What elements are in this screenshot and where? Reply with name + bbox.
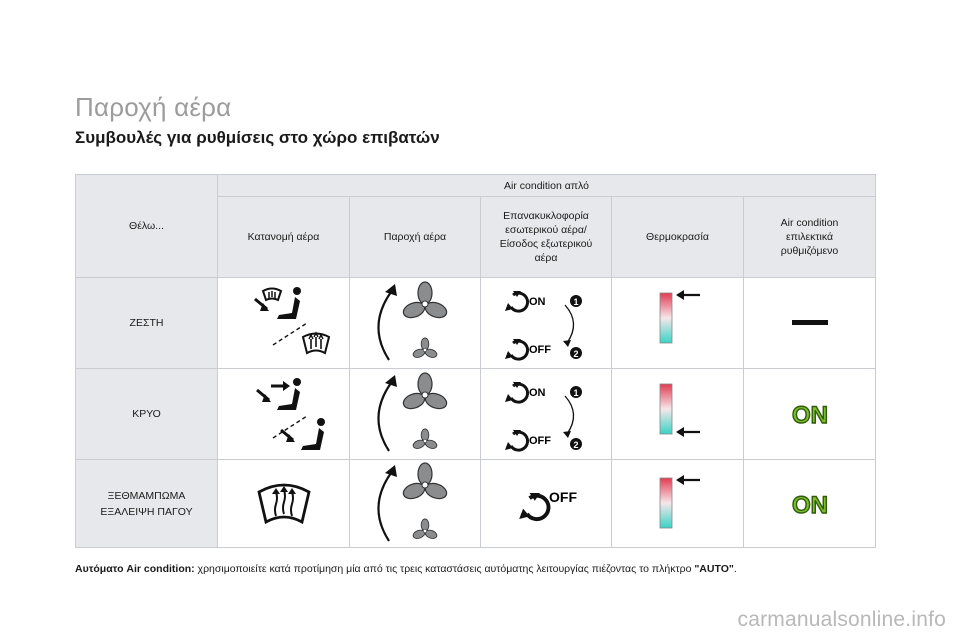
recirculation-cell: OFF (480, 459, 612, 548)
table-row-defrost: ΞΕΘΜΑΜΠΩΜΑ ΕΞΑΛΕΙΨΗ ΠΑΓΟΥ (75, 459, 877, 548)
temperature-cell (611, 368, 744, 460)
windscreen-icon (256, 483, 311, 524)
row-label-heat: ΖΕΣΤΗ (75, 277, 218, 369)
svg-text:ON: ON (792, 492, 828, 519)
fan-speed-icon (377, 461, 448, 542)
ac-cell (742, 277, 877, 369)
off-label: OFF (529, 435, 551, 447)
distribution-cell (217, 459, 350, 548)
temperature-cell (611, 277, 744, 369)
on-badge: ON (791, 401, 828, 429)
off-label: OFF (529, 344, 551, 356)
on-label: ON (529, 387, 546, 399)
ac-cell: ON (742, 459, 877, 548)
step-two-badge: 2 (573, 440, 578, 450)
footnote-lead: Αυτόματο Air condition: (75, 563, 195, 575)
temperature-gauge-icon (659, 383, 700, 437)
col-airflow-header: Παροχή αέρα (349, 196, 481, 278)
svg-text:ON: ON (792, 402, 828, 429)
table-row-cold: ΚΡΥΟ (75, 368, 877, 460)
recirculation-on-off-icon: ON OFF 1 2 (505, 382, 582, 452)
airflow-cell (349, 459, 481, 548)
want-header: Θέλω... (75, 174, 218, 278)
row-label-defrost: ΞΕΘΜΑΜΠΩΜΑ ΕΞΑΛΕΙΨΗ ΠΑΓΟΥ (75, 459, 218, 548)
fan-speed-icon (377, 281, 448, 361)
recirculation-on-off-icon: ON OFF 1 2 (505, 291, 582, 361)
airflow-cell (349, 368, 481, 460)
on-label: ON (529, 296, 546, 308)
footnote-end: . (733, 563, 737, 575)
distribution-cell (217, 368, 350, 460)
simple-ac-header: Air condition απλό (216, 173, 877, 198)
footnote-text: χρησιμοποιείτε κατά προτίμηση μία από τι… (194, 563, 695, 575)
ac-cell: ON (742, 368, 877, 460)
page-title: Παροχή αέρα (75, 92, 232, 122)
step-one-badge: 1 (573, 297, 578, 307)
fan-speed-icon (377, 372, 448, 452)
col-temperature-header: Θερμοκρασία (611, 196, 744, 278)
air-settings-table: Θέλω... Air condition απλό Κατανομή αέρα… (75, 173, 877, 548)
step-one-badge: 1 (573, 388, 578, 398)
step-two-badge: 2 (573, 349, 578, 359)
page-subtitle: Συμβουλές για ρυθμίσεις στο χώρο επιβατώ… (75, 128, 440, 147)
col-distribution-header: Κατανομή αέρα (217, 196, 350, 278)
off-label: OFF (549, 489, 577, 505)
footnote-key: "AUTO" (694, 563, 734, 575)
auto-ac-footnote: Αυτόματο Air condition: χρησιμοποιείτε κ… (75, 563, 737, 575)
col-ac-header: Air condition επιλεκτικά ρυθμιζόμενο (742, 196, 877, 278)
feet-and-windscreen-icon (253, 287, 330, 355)
face-and-feet-icon (255, 378, 325, 450)
distribution-cell (217, 277, 350, 369)
airflow-cell (349, 277, 481, 369)
watermark: carmanualsonline.info (737, 608, 946, 631)
table-row-heat: ΖΕΣΤΗ (75, 277, 877, 369)
temperature-gauge-icon (659, 474, 700, 528)
recirculation-icon (505, 291, 529, 313)
recirculation-cell: ON OFF 1 2 (480, 277, 612, 369)
col-recirculation-header: Επανακυκλοφορία εσωτερικού αέρα/ Είσοδος… (480, 196, 612, 278)
on-badge: ON (791, 491, 828, 519)
temperature-gauge-icon (659, 290, 700, 344)
row-label-cold: ΚΡΥΟ (75, 368, 218, 460)
recirculation-off-icon: OFF (519, 489, 577, 521)
recirculation-icon (505, 339, 529, 361)
dash-icon (791, 320, 828, 325)
temperature-cell (611, 459, 744, 548)
recirculation-cell: ON OFF 1 2 (480, 368, 612, 460)
